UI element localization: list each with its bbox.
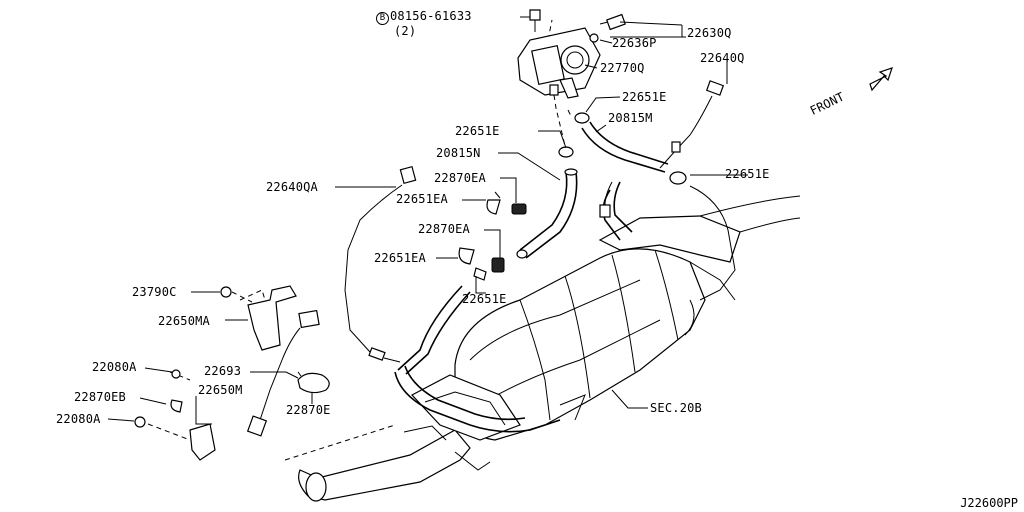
front-arrow-icon <box>869 67 893 92</box>
label-22651E-lower: 22651E <box>462 292 507 306</box>
label-22650M: 22650M <box>198 383 243 397</box>
bracket-22650MA <box>220 285 320 421</box>
label-22080A-upper: 22080A <box>92 360 137 374</box>
sensor-wire-22640QA <box>344 165 417 363</box>
label-22640QA: 22640QA <box>266 180 318 194</box>
label-22870E: 22870E <box>286 403 331 417</box>
catalytic-converter <box>454 195 801 441</box>
clamp-22651EA-lower <box>458 247 505 281</box>
hose-20815N <box>516 146 578 259</box>
label-22640Q: 22640Q <box>700 51 745 65</box>
label-22651E-upper: 22651E <box>622 90 667 104</box>
label-22693: 22693 <box>204 364 242 378</box>
sensor-wire-22640Q <box>599 80 736 301</box>
drawing-code: J22600PP <box>960 496 1018 510</box>
label-22630Q: 22630Q <box>687 26 732 40</box>
actuator-22770Q <box>517 9 601 99</box>
label-22650MA: 22650MA <box>158 314 210 328</box>
label-22770Q: 22770Q <box>600 61 645 75</box>
label-22870EB: 22870EB <box>74 390 126 404</box>
leader-lines <box>107 16 748 425</box>
label-22651EA-upper: 22651EA <box>396 192 448 206</box>
label-22636P: 22636P <box>612 36 657 50</box>
hose-lower <box>397 285 471 375</box>
bracket-22650M <box>134 369 268 461</box>
label-22080A-lower: 22080A <box>56 412 101 426</box>
label-22870EA-lower: 22870EA <box>418 222 470 236</box>
hose-20815M <box>574 112 687 185</box>
clamp-22651EA-upper <box>486 191 527 215</box>
label-22651E-mid: 22651E <box>455 124 500 138</box>
label-22870EA-upper: 22870EA <box>434 171 486 185</box>
label-23790C: 23790C <box>132 285 177 299</box>
label-22651EA-lower: 22651EA <box>374 251 426 265</box>
sensor-22630Q <box>589 13 626 43</box>
tail-pipe <box>298 425 491 502</box>
heat-shield <box>411 374 586 441</box>
label-20815N: 20815N <box>436 146 481 160</box>
label-sec-20b: SEC.20B <box>650 401 702 415</box>
clamp-22870E <box>297 372 330 394</box>
label-22651E-right: 22651E <box>725 167 770 181</box>
label-20815M: 20815M <box>608 111 653 125</box>
